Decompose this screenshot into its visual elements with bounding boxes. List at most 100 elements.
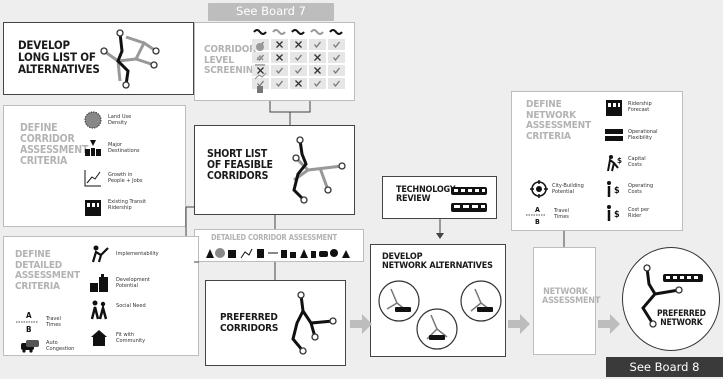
cross-icon	[309, 52, 326, 63]
develop-long-list-box: DEVELOP LONG LIST OF ALTERNATIVES	[3, 22, 194, 95]
svg-text:$: $	[614, 210, 620, 220]
corridor-wave-icon	[253, 29, 267, 35]
cross-icon	[290, 39, 307, 50]
define-network-criteria-box: DEFINE NETWORK ASSESSMENT CRITERIA Rider…	[511, 91, 683, 231]
check-icon	[290, 52, 307, 63]
travel-times-icon-network: AB	[526, 206, 546, 226]
operational-flexibility-label: Operational Flexibility	[628, 129, 658, 142]
svg-text:B: B	[26, 325, 31, 334]
define-detailed-criteria-title: DEFINE DETAILED ASSESSMENT CRITERIA	[15, 249, 80, 292]
capital-costs-icon: $	[607, 155, 622, 172]
cross-icon	[290, 78, 307, 89]
fit-with-community-label: Fit with Community	[116, 332, 146, 345]
define-detailed-criteria-box: DEFINE DETAILED ASSESSMENT CRITERIA Impl…	[3, 236, 199, 356]
technology-review-title: TECHNOLOGY REVIEW	[396, 185, 456, 205]
transit-ridership-label: Existing Transit Ridership	[108, 199, 147, 212]
cross-icon	[309, 65, 326, 76]
define-network-criteria-title: DEFINE NETWORK ASSESSMENT CRITERIA	[526, 99, 591, 142]
operational-flexibility-icon	[605, 129, 623, 141]
check-icon	[271, 65, 288, 76]
svg-text:$: $	[614, 186, 620, 196]
network-assessment-box: NETWORK ASSESSMENT	[533, 247, 601, 355]
network-alternatives-illustration	[378, 280, 502, 350]
corridor-screening-title: CORRIDOR LEVEL SCREENING	[204, 44, 261, 76]
preferred-corridors-box: PREFERRED CORRIDORS	[205, 280, 346, 366]
check-icon	[271, 78, 288, 89]
corridor-wave-icon	[310, 29, 324, 35]
see-board-8-label: See Board 8	[629, 360, 700, 374]
check-icon	[328, 52, 345, 63]
fit-with-community-icon	[91, 330, 107, 346]
develop-long-list-title: DEVELOP LONG LIST OF ALTERNATIVES	[18, 38, 100, 77]
tram-icon	[451, 187, 487, 195]
bus-icon	[451, 203, 487, 212]
check-icon	[328, 78, 345, 89]
technology-review-box: TECHNOLOGY REVIEW	[382, 176, 497, 219]
development-potential-icon	[90, 274, 108, 292]
land-use-density-label: Land Use Density	[108, 114, 132, 127]
see-board-7-label: See Board 7	[236, 4, 306, 18]
cross-icon	[271, 52, 288, 63]
cost-per-rider-icon: $	[607, 205, 620, 221]
preferred-network-title: PREFERRED NETWORK	[657, 309, 706, 328]
corridor-wave-icon	[291, 29, 305, 35]
screening-row-icons	[254, 43, 267, 93]
see-board-7-badge: See Board 7	[208, 3, 334, 21]
city-building-label: City-Building Potential	[552, 183, 584, 196]
cross-icon	[271, 39, 288, 50]
social-need-icon	[90, 300, 108, 320]
major-destinations-label: Major Destinations	[108, 142, 140, 155]
short-list-network-icon	[292, 136, 346, 204]
implementability-icon	[91, 245, 109, 263]
major-destinations-icon	[85, 140, 101, 156]
long-list-network-icon	[100, 29, 160, 89]
operating-costs-icon: $	[607, 181, 620, 197]
travel-times-icon-detailed: AB	[16, 311, 38, 334]
svg-text:A: A	[26, 311, 32, 320]
check-icon	[309, 78, 326, 89]
check-icon	[328, 65, 345, 76]
check-icon	[328, 39, 345, 50]
preferred-corridors-title: PREFERRED CORRIDORS	[220, 312, 279, 334]
detailed-assessment-icons	[206, 248, 350, 259]
detailed-assessment-title: DETAILED CORRIDOR ASSESSMENT	[211, 233, 337, 242]
svg-text:A: A	[535, 206, 540, 214]
network-assessment-title: NETWORK ASSESSMENT	[542, 287, 601, 307]
detailed-assessment-box: DETAILED CORRIDOR ASSESSMENT	[194, 229, 364, 262]
corridor-wave-icon	[272, 29, 286, 35]
preferred-network-icon	[641, 264, 703, 328]
city-building-icon	[530, 180, 548, 198]
auto-congestion-label: Auto Congestion	[46, 340, 75, 353]
implementability-label: Implementability	[116, 251, 159, 257]
growth-label: Growth in People + Jobs	[108, 172, 143, 185]
growth-chart-icon	[84, 170, 101, 187]
check-icon	[309, 39, 326, 50]
cross-icon	[252, 65, 269, 76]
travel-times-label-detailed: Travel Times	[46, 316, 61, 329]
screening-matrix-grid	[252, 29, 345, 89]
develop-network-title: DEVELOP NETWORK ALTERNATIVES	[382, 252, 493, 272]
svg-text:$: $	[617, 156, 622, 165]
screening-matrix	[251, 27, 351, 95]
corridor-screening-box: CORRIDOR LEVEL SCREENING	[194, 22, 355, 101]
ridership-forecast-label: Ridership Forecast	[628, 101, 652, 114]
develop-network-box: DEVELOP NETWORK ALTERNATIVES	[370, 244, 506, 357]
social-need-label: Social Need	[116, 303, 146, 309]
see-board-8-badge: See Board 8	[606, 357, 723, 377]
check-icon	[290, 65, 307, 76]
corridor-wave-icon	[329, 29, 343, 35]
development-potential-label: Development Potential	[116, 277, 150, 290]
capital-costs-label: Capital Costs	[628, 156, 646, 169]
define-corridor-criteria-box: DEFINE CORRIDOR ASSESSMENT CRITERIA Land…	[3, 105, 186, 227]
auto-congestion-icon	[21, 340, 39, 353]
preferred-network-circle: PREFERRED NETWORK	[622, 247, 720, 351]
preferred-corridors-network-icon	[291, 291, 337, 355]
short-list-box: SHORT LIST OF FEASIBLE CORRIDORS	[194, 125, 355, 215]
define-corridor-criteria-title: DEFINE CORRIDOR ASSESSMENT CRITERIA	[20, 122, 89, 168]
svg-text:B: B	[535, 218, 540, 226]
travel-times-label-network: Travel Times	[554, 208, 569, 221]
transit-ridership-icon	[85, 200, 101, 216]
ridership-forecast-icon	[606, 100, 622, 116]
short-list-title: SHORT LIST OF FEASIBLE CORRIDORS	[207, 148, 273, 183]
